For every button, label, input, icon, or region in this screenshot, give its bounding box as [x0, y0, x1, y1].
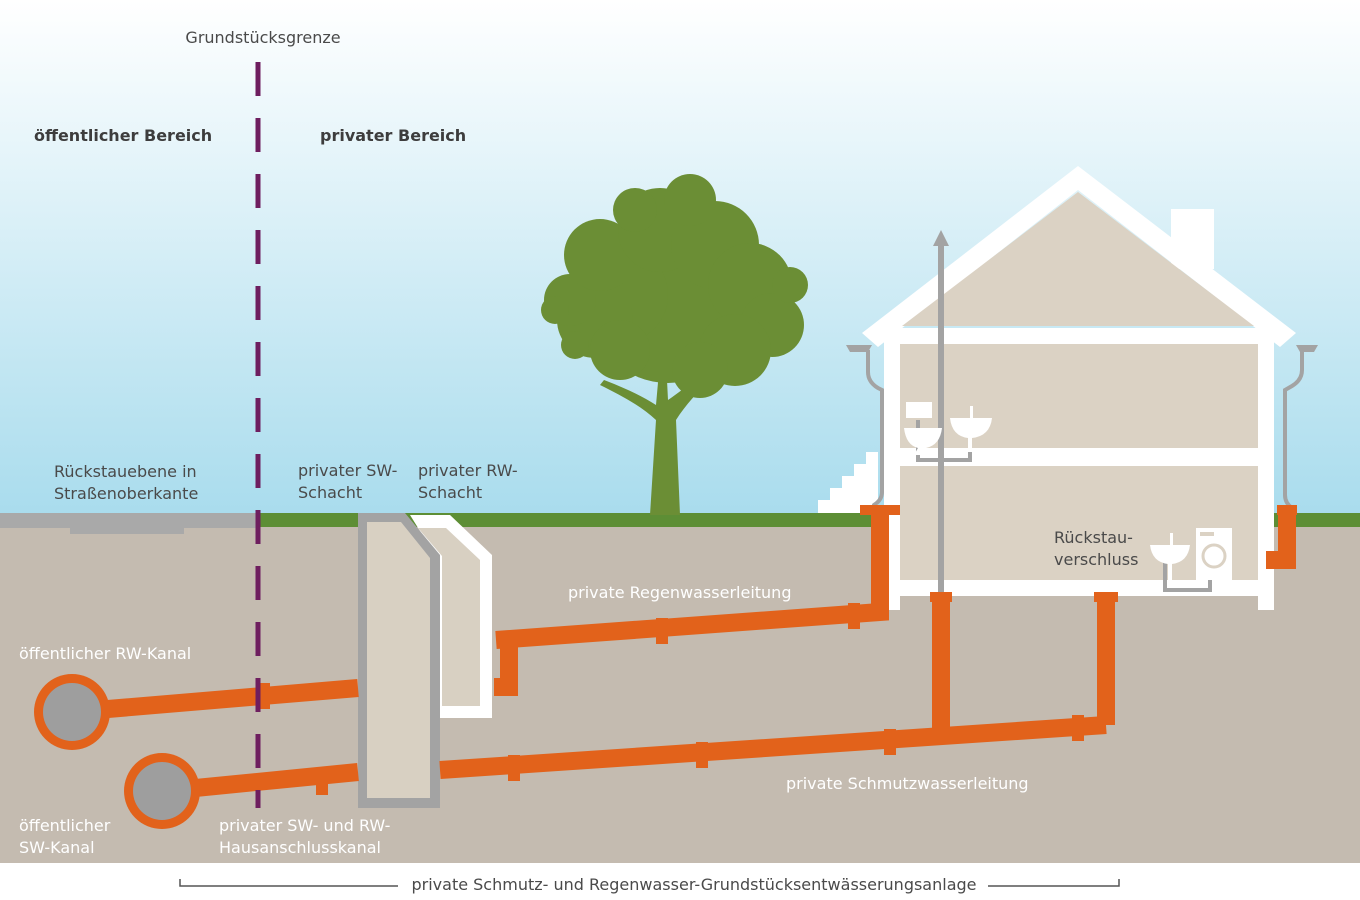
public-area-label: öffentlicher Bereich — [34, 126, 213, 145]
public-sw-sewer — [124, 753, 200, 829]
private-area-label: privater Bereich — [320, 126, 467, 145]
sink-icon — [1150, 533, 1190, 580]
sw-shaft — [358, 513, 440, 808]
system-span-label: private Schmutz- und Regenwasser-Grundst… — [411, 875, 977, 894]
street-inlet — [70, 520, 184, 534]
rw-shaft — [410, 515, 492, 718]
house — [818, 166, 1296, 610]
stairs-icon — [818, 452, 878, 513]
sink-icon — [950, 406, 992, 452]
pipes — [71, 510, 1296, 800]
backflow-valve-label: Rückstau- verschluss — [1054, 528, 1139, 569]
private-rw-shaft-label: privater RW- Schacht — [418, 461, 518, 502]
public-rw-sewer — [34, 674, 110, 750]
backflow-level-label: Rückstauebene in Straßenoberkante — [54, 462, 199, 503]
attic — [902, 192, 1254, 326]
system-span-bracket — [179, 879, 1120, 887]
connection-channel-label: privater SW- und RW- Hausanschlusskanal — [219, 816, 391, 857]
wastewater-pipe-label: private Schmutzwasserleitung — [786, 774, 1029, 793]
public-rw-sewer-label: öffentlicher RW-Kanal — [19, 644, 192, 663]
washing-machine-icon — [1196, 528, 1232, 580]
basement — [900, 596, 1258, 610]
pipe-joints — [258, 505, 1297, 795]
vent-arrow-icon — [933, 230, 949, 600]
private-sw-shaft-label: privater SW- Schacht — [298, 461, 398, 502]
upper-floor — [900, 344, 1258, 448]
public-sw-sewer-label: öffentlicher SW-Kanal — [19, 816, 111, 857]
boundary-label: Grundstücksgrenze — [185, 28, 341, 47]
toilet-icon — [904, 402, 942, 455]
rainwater-pipe-label: private Regenwasserleitung — [568, 583, 792, 602]
tree — [541, 174, 808, 515]
chimney — [1171, 209, 1214, 269]
